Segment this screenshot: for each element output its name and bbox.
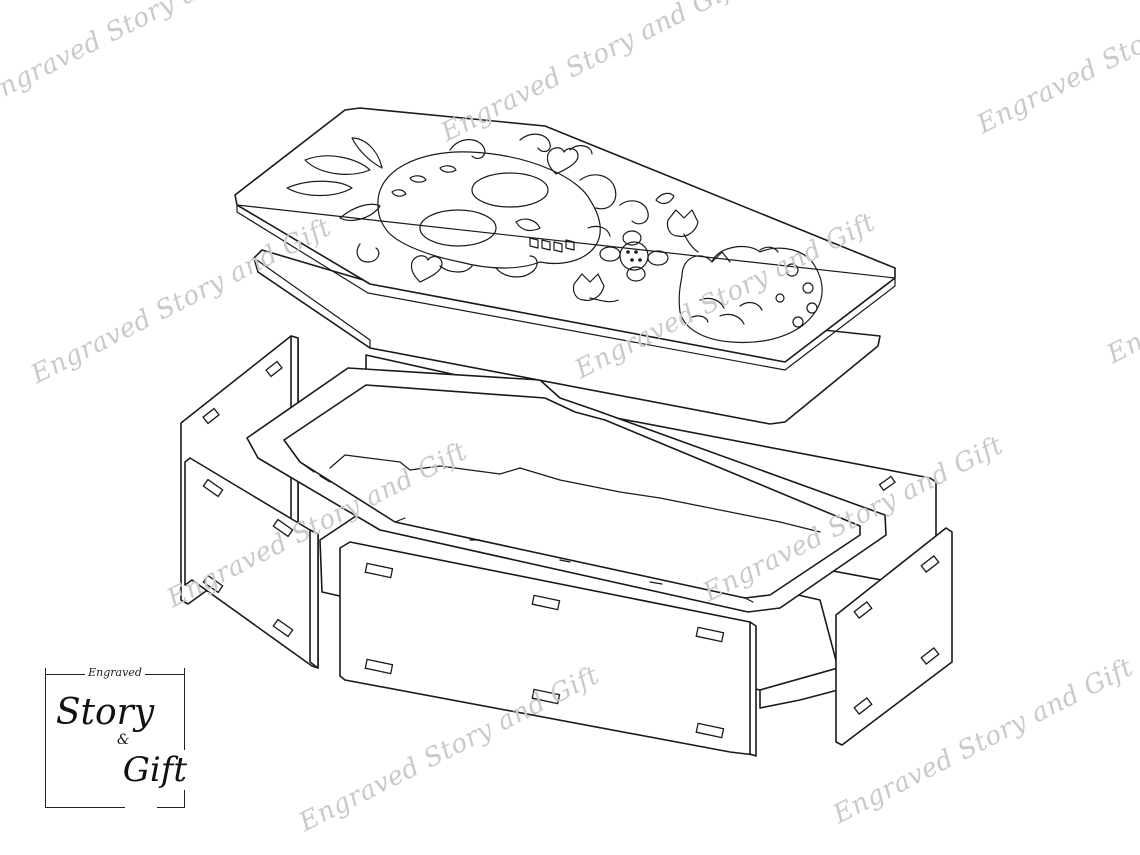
inner-floor-notches xyxy=(329,454,821,533)
frame-ring xyxy=(246,367,887,613)
skull-teeth xyxy=(529,237,575,253)
skull-nose xyxy=(515,218,541,232)
petal-left-2 xyxy=(286,180,353,197)
frame-footing-right xyxy=(759,667,839,709)
heart-top xyxy=(546,147,579,175)
logo-frame xyxy=(45,668,185,808)
logo-ampersand: & xyxy=(117,732,130,748)
brand-logo: Engraved Story & Gift xyxy=(45,666,189,808)
logo-top-text: Engraved xyxy=(88,666,142,679)
lid-under-panel xyxy=(253,249,881,425)
leaf-small xyxy=(655,192,675,205)
logo-word-gift: Gift xyxy=(120,750,189,790)
decorated-heart xyxy=(678,245,823,344)
skull-eye-right xyxy=(471,172,549,208)
swirl-right xyxy=(579,174,649,237)
tulip-bottom xyxy=(572,273,619,303)
swirl-bottom-left xyxy=(356,243,538,278)
heart-bottom xyxy=(410,255,443,283)
skull-outline xyxy=(377,151,601,269)
petal-left-4 xyxy=(351,137,383,169)
tulip-right xyxy=(666,209,699,253)
front-left-end-panel xyxy=(184,457,319,669)
skull-eye-left xyxy=(419,209,497,247)
flower xyxy=(599,230,669,282)
front-side-panel xyxy=(339,541,757,757)
petal-left-3 xyxy=(339,203,381,221)
front-right-end-panel xyxy=(835,527,953,746)
lid-top-panel xyxy=(234,107,896,371)
logo-word-story: Story xyxy=(55,692,155,733)
petal-left-1 xyxy=(304,155,371,175)
